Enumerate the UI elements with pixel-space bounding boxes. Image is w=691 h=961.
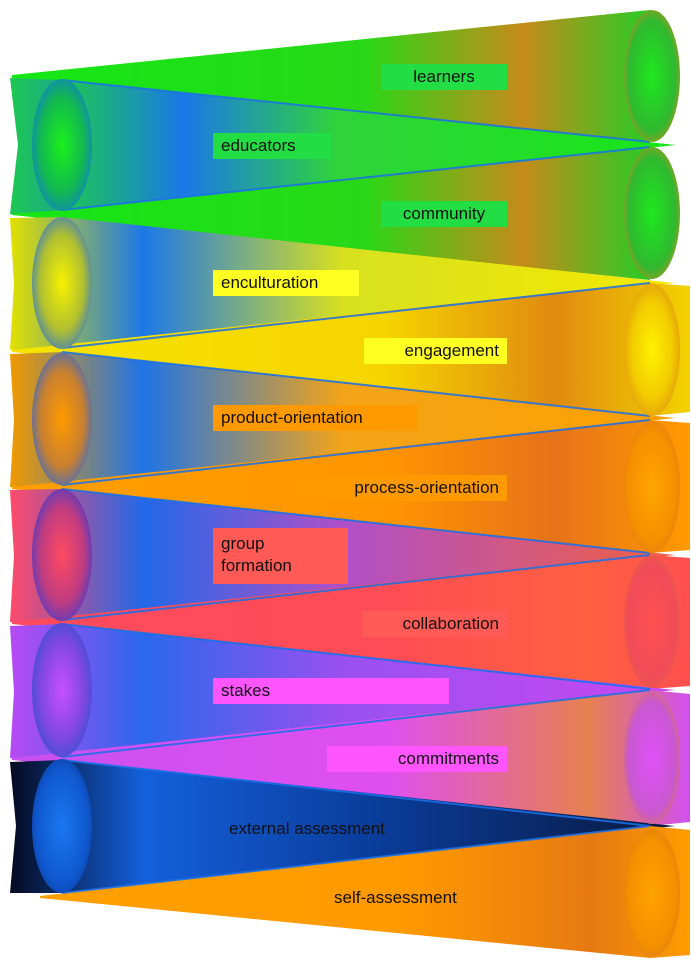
- learners-cone: [12, 10, 650, 142]
- stakes-cone-mouth: [32, 623, 92, 757]
- label-process-orientation: process-orientation: [296, 475, 507, 501]
- self-assessment-cone-mouth: [624, 829, 680, 957]
- label-collaboration: collaboration: [362, 611, 507, 637]
- enculturation-cone-mouth: [32, 217, 92, 349]
- label-learners: learners: [381, 64, 507, 90]
- product-orientation-cone-mouth: [32, 353, 92, 485]
- label-stakes: stakes: [213, 678, 449, 704]
- label-external-assessment: external assessment: [229, 819, 385, 838]
- external-assessment-cone-mouth: [32, 759, 92, 893]
- engagement-cone: [12, 283, 690, 416]
- label-group-formation: group formation: [213, 528, 348, 584]
- label-educators: educators: [213, 133, 331, 159]
- label-product-orientation: product-orientation: [213, 405, 417, 431]
- label-enculturation: enculturation: [213, 270, 359, 296]
- self-assessment-cone: [40, 826, 690, 958]
- community-cone: [12, 147, 650, 280]
- educators-cone-mouth: [32, 79, 92, 211]
- collaboration-cone: [12, 555, 690, 689]
- label-self-assessment: self-assessment: [334, 888, 457, 907]
- learners-cone-mouth: [624, 10, 680, 142]
- group-formation-cone-mouth: [32, 489, 92, 621]
- external-assessment-cone: [10, 760, 675, 893]
- label-commitments: commitments: [327, 746, 507, 772]
- label-group-formation-line2: formation: [221, 556, 292, 575]
- engagement-cone-mouth: [624, 284, 680, 416]
- community-cone-mouth: [624, 147, 680, 279]
- educators-cone-body: [62, 80, 675, 210]
- label-engagement: engagement: [364, 338, 507, 364]
- process-orientation-cone-mouth: [624, 421, 680, 553]
- label-community: community: [381, 201, 507, 227]
- collaboration-cone-mouth: [624, 556, 680, 688]
- label-group-formation-line1: group: [221, 534, 265, 553]
- commitments-cone-mouth: [624, 692, 680, 824]
